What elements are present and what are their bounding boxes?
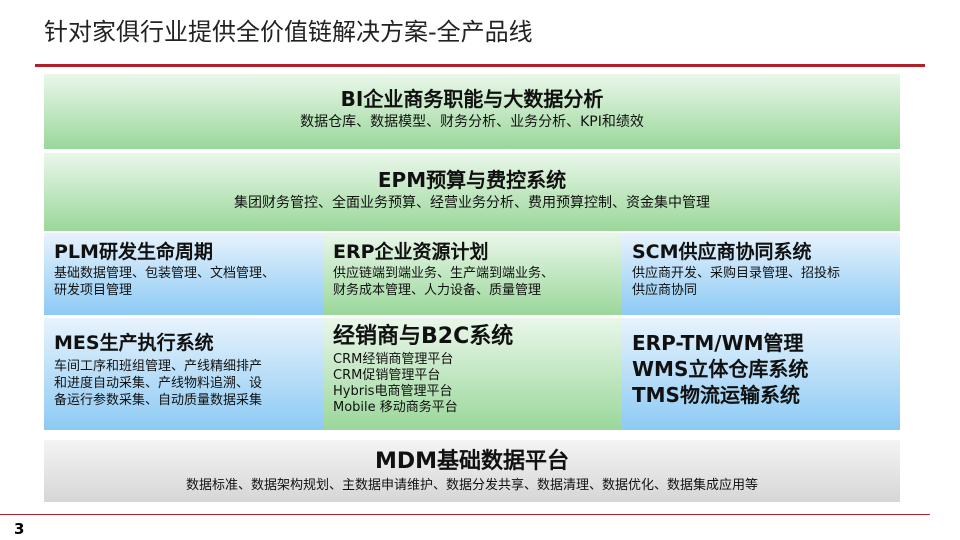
plm-line: 基础数据管理、包装管理、文档管理、: [54, 266, 276, 281]
page-number: 3: [14, 520, 25, 538]
scm-line: 供应商协同: [632, 283, 698, 298]
epm-title: EPM预算与费控系统: [377, 168, 567, 192]
title-divider: [35, 64, 925, 67]
bi-title: BI企业商务职能与大数据分析: [340, 87, 604, 111]
mes-line: 车间工序和班组管理、产线精细排产: [54, 359, 263, 374]
mdm-title: MDM基础数据平台: [374, 449, 570, 474]
mdm-box: MDM基础数据平台 数据标准、数据架构规划、主数据申请维护、数据分发共享、数据清…: [44, 440, 900, 502]
bi-box: BI企业商务职能与大数据分析 数据仓库、数据模型、财务分析、业务分析、KPI和绩…: [44, 74, 900, 149]
b2c-title: 经销商与B2C系统: [333, 324, 514, 349]
tm-line: ERP-TM/WM管理: [632, 331, 804, 355]
tm-line: TMS物流运输系统: [632, 383, 800, 407]
tm-box: ERP-TM/WM管理 WMS立体仓库系统 TMS物流运输系统: [622, 318, 900, 430]
mes-line: 和进度自动采集、产线物料追溯、设: [54, 376, 263, 391]
plm-title: PLM研发生命周期: [54, 241, 213, 263]
scm-box: SCM供应商协同系统 供应商开发、采购目录管理、招投标 供应商协同: [622, 233, 900, 315]
b2c-line: CRM促销管理平台: [333, 368, 441, 383]
b2c-line: Hybris电商管理平台: [333, 384, 453, 399]
erp-line: 财务成本管理、人力设备、质量管理: [333, 283, 542, 298]
slide-title: 针对家俱行业提供全价值链解决方案-全产品线: [44, 18, 533, 46]
mdm-desc: 数据标准、数据架构规划、主数据申请维护、数据分发共享、数据清理、数据优化、数据集…: [185, 478, 758, 493]
scm-line: 供应商开发、采购目录管理、招投标: [632, 266, 841, 281]
mes-line: 备运行参数采集、自动质量数据采集: [54, 393, 263, 408]
tm-line: WMS立体仓库系统: [632, 357, 809, 381]
footer-divider: [0, 514, 930, 515]
plm-line: 研发项目管理: [54, 283, 133, 298]
mes-title: MES生产执行系统: [54, 332, 214, 354]
b2c-line: Mobile 移动商务平台: [333, 400, 458, 415]
epm-desc: 集团财务管控、全面业务预算、经营业务分析、费用预算控制、资金集中管理: [234, 195, 710, 211]
epm-box: EPM预算与费控系统 集团财务管控、全面业务预算、经营业务分析、费用预算控制、资…: [44, 153, 900, 231]
erp-title: ERP企业资源计划: [333, 241, 489, 263]
scm-title: SCM供应商协同系统: [632, 241, 812, 263]
mes-box: MES生产执行系统 车间工序和班组管理、产线精细排产 和进度自动采集、产线物料追…: [44, 318, 323, 430]
erp-box: ERP企业资源计划 供应链端到端业务、生产端到端业务、 财务成本管理、人力设备、…: [323, 233, 622, 315]
b2c-box: 经销商与B2C系统 CRM经销商管理平台 CRM促销管理平台 Hybris电商管…: [323, 318, 622, 430]
erp-line: 供应链端到端业务、生产端到端业务、: [333, 266, 555, 281]
b2c-line: CRM经销商管理平台: [333, 352, 454, 367]
bi-desc: 数据仓库、数据模型、财务分析、业务分析、KPI和绩效: [300, 114, 644, 130]
plm-box: PLM研发生命周期 基础数据管理、包装管理、文档管理、 研发项目管理: [44, 233, 323, 315]
